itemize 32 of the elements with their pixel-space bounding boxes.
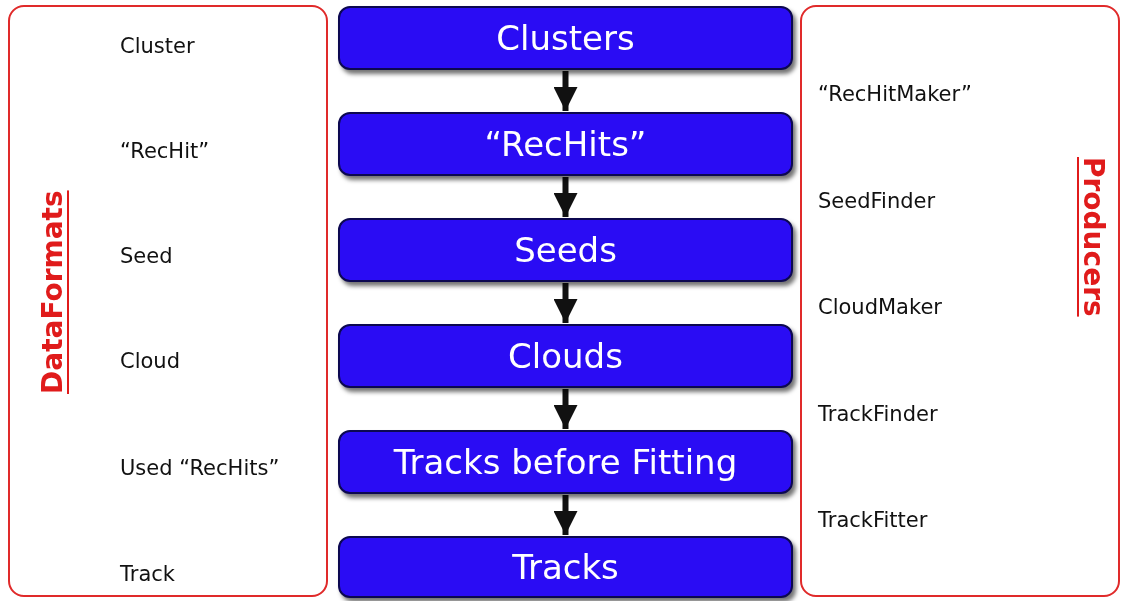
group-panel xyxy=(8,5,328,597)
box-label: Tracks xyxy=(512,547,619,587)
item-label: “RecHitMaker” xyxy=(818,82,972,108)
arrow xyxy=(553,495,578,535)
item-label: Used “RecHits” xyxy=(120,456,280,482)
item-label: Seed xyxy=(120,244,173,270)
box-label: Clusters xyxy=(496,18,635,58)
arrow xyxy=(553,283,578,323)
item-label: “RecHit” xyxy=(120,139,210,165)
item-label: SeedFinder xyxy=(818,189,936,215)
item-label: TrackFinder xyxy=(818,402,938,428)
process-box xyxy=(338,112,793,176)
panel-heading: Producers xyxy=(1077,156,1110,319)
panel-heading: DataFormats xyxy=(36,189,69,397)
process-box xyxy=(338,536,793,598)
box-label: Seeds xyxy=(514,230,617,270)
process-box xyxy=(338,324,793,388)
item-label: CloudMaker xyxy=(818,295,942,321)
box-label: “RecHits” xyxy=(484,124,647,164)
arrow xyxy=(553,71,578,111)
item-label: TrackFitter xyxy=(818,508,928,534)
group-panel xyxy=(800,5,1120,597)
item-label: Cloud xyxy=(120,349,180,375)
box-label: Tracks before Fitting xyxy=(393,442,738,482)
process-box xyxy=(338,6,793,70)
arrow xyxy=(553,389,578,429)
process-box xyxy=(338,218,793,282)
box-label: Clouds xyxy=(508,336,623,376)
item-label: Cluster xyxy=(120,34,195,60)
arrow xyxy=(553,177,578,217)
item-label: Track xyxy=(120,562,175,588)
process-box xyxy=(338,430,793,494)
